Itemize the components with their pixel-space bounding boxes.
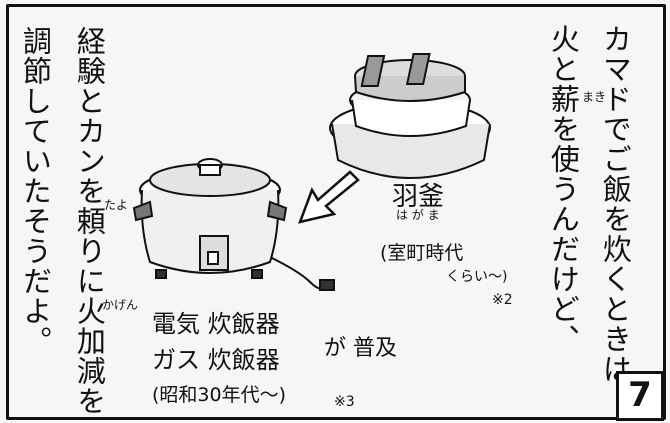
cooker-note: ※3 bbox=[334, 394, 355, 410]
hagama-label: 羽釜 bbox=[392, 182, 445, 212]
rice-cooker-drawing bbox=[132, 158, 335, 291]
narration-line-4: 調節していたそうだよ。 bbox=[18, 26, 53, 356]
hagama-reading: は が ま bbox=[396, 208, 440, 222]
page-number: 7 bbox=[616, 371, 664, 421]
cooker-era: (昭和30年代〜) bbox=[152, 384, 287, 406]
cooker-spread: が 普及 bbox=[324, 336, 397, 361]
hagama-era-2: くらい〜) bbox=[446, 269, 508, 285]
cooker-label-electric: 電気 炊飯器 bbox=[152, 310, 280, 338]
cooker-label-gas: ガス 炊飯器 bbox=[152, 346, 280, 374]
narration-line-1: カマドでご飯を炊くときは bbox=[598, 24, 633, 384]
comic-panel bbox=[6, 4, 666, 420]
ruby-kagen: かげん bbox=[102, 298, 139, 312]
hagama-era: (室町時代 bbox=[380, 242, 464, 264]
ruby-maki: まき bbox=[582, 90, 607, 104]
hagama-pot-drawing bbox=[329, 53, 491, 179]
narration-line-2: 火と薪を使うんだけど、 bbox=[546, 24, 581, 354]
ruby-tayo: たよ bbox=[104, 198, 129, 212]
narration-line-3: 経験とカンを頼りに火加減を bbox=[72, 26, 107, 416]
arrow-icon bbox=[298, 170, 360, 224]
hagama-note: ※2 bbox=[492, 292, 513, 308]
